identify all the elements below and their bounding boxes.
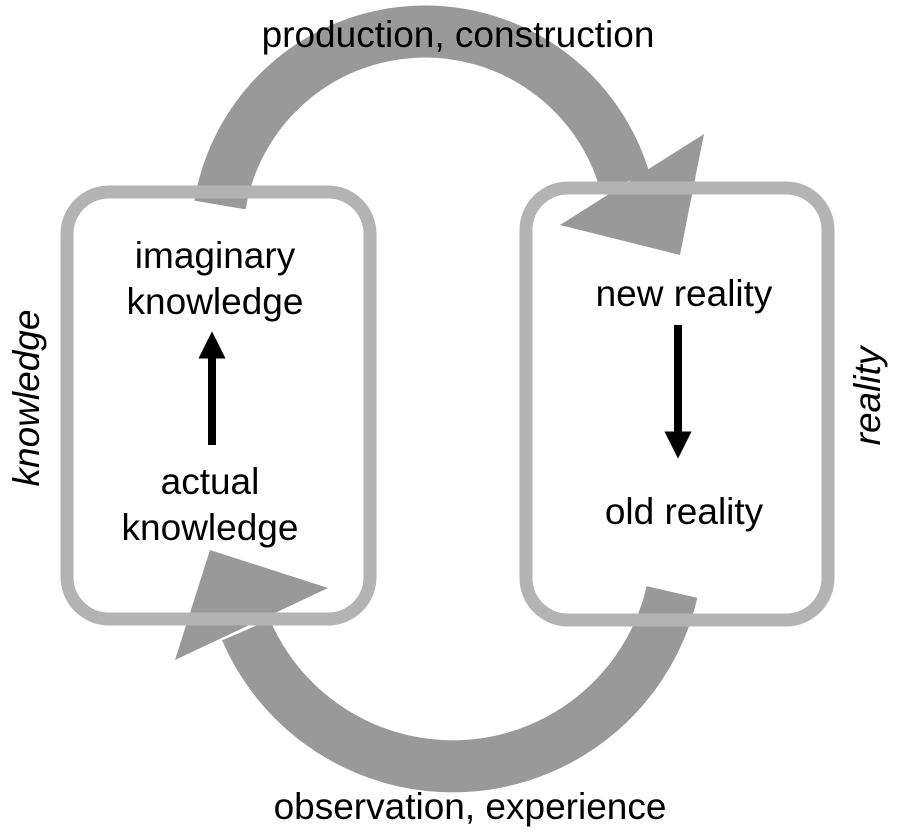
actual-knowledge-text: actual knowledge xyxy=(122,459,299,551)
reality-side-label: reality xyxy=(847,346,888,446)
knowledge-side-label: knowledge xyxy=(6,309,47,487)
reality-box xyxy=(519,181,835,627)
imaginary-knowledge-text: imaginary knowledge xyxy=(127,233,304,325)
top-label: production, construction xyxy=(261,14,655,55)
knowledge-box xyxy=(60,185,377,626)
bottom-label: observation, experience xyxy=(273,786,667,827)
new-reality-text: new reality xyxy=(595,273,773,314)
production-cycle-arrow xyxy=(194,5,704,255)
old-reality-text: old reality xyxy=(604,491,764,532)
imaginary-line: imaginary xyxy=(134,235,296,276)
observation-cycle-arrow xyxy=(175,550,698,793)
imaginary-knowledge-line: knowledge xyxy=(126,281,304,322)
actual-knowledge-line: knowledge xyxy=(121,507,299,548)
actual-line: actual xyxy=(160,461,260,502)
